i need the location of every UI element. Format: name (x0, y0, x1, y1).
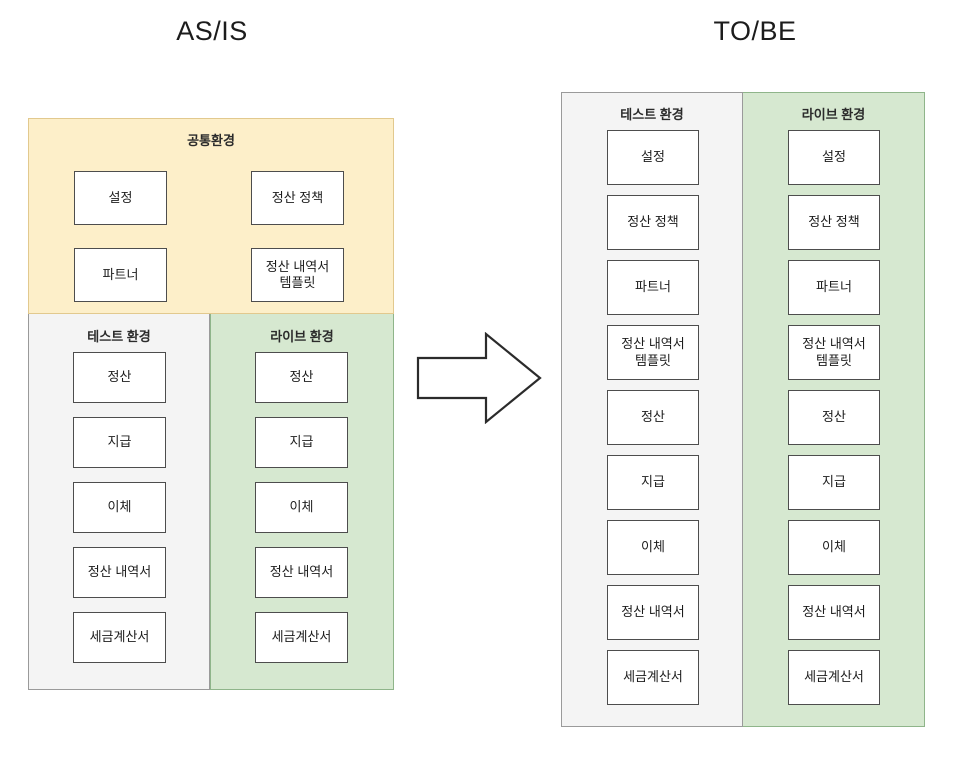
transition-arrow-icon (416, 332, 542, 424)
asis-common-item-settlement-statement-template[interactable]: 정산 내역서 템플릿 (251, 248, 344, 302)
tobe-live-item-settlement[interactable]: 정산 (788, 390, 880, 445)
tobe-test-environment-panel: 테스트 환경 설정 정산 정책 파트너 정산 내역서 템플릿 정산 지급 이체 … (561, 92, 743, 727)
tobe-test-item-settlement-statement[interactable]: 정산 내역서 (607, 585, 699, 640)
tobe-live-item-settings[interactable]: 설정 (788, 130, 880, 185)
tobe-live-environment-label: 라이브 환경 (801, 107, 866, 122)
tobe-live-item-transfer[interactable]: 이체 (788, 520, 880, 575)
asis-live-item-tax-invoice[interactable]: 세금계산서 (255, 612, 348, 663)
asis-common-environment-label: 공통환경 (187, 133, 235, 148)
asis-test-item-payment[interactable]: 지급 (73, 417, 166, 468)
asis-live-environment-panel: 라이브 환경 정산 지급 이체 정산 내역서 세금계산서 (210, 314, 394, 690)
tobe-test-item-transfer[interactable]: 이체 (607, 520, 699, 575)
asis-test-item-settlement[interactable]: 정산 (73, 352, 166, 403)
tobe-test-environment-label: 테스트 환경 (620, 107, 684, 122)
asis-live-item-settlement[interactable]: 정산 (255, 352, 348, 403)
tobe-live-item-settlement-statement-template[interactable]: 정산 내역서 템플릿 (788, 325, 880, 380)
asis-test-item-settlement-statement[interactable]: 정산 내역서 (73, 547, 166, 598)
tobe-test-item-settlement-statement-template[interactable]: 정산 내역서 템플릿 (607, 325, 699, 380)
asis-live-item-payment[interactable]: 지급 (255, 417, 348, 468)
asis-test-environment-panel: 테스트 환경 정산 지급 이체 정산 내역서 세금계산서 (28, 314, 210, 690)
tobe-test-item-settlement-policy[interactable]: 정산 정책 (607, 195, 699, 250)
tobe-test-item-settings[interactable]: 설정 (607, 130, 699, 185)
tobe-test-item-tax-invoice[interactable]: 세금계산서 (607, 650, 699, 705)
asis-title: AS/IS (176, 16, 248, 46)
tobe-live-item-settlement-statement[interactable]: 정산 내역서 (788, 585, 880, 640)
tobe-live-item-tax-invoice[interactable]: 세금계산서 (788, 650, 880, 705)
asis-test-item-tax-invoice[interactable]: 세금계산서 (73, 612, 166, 663)
asis-common-item-settings[interactable]: 설정 (74, 171, 167, 225)
tobe-live-environment-panel: 라이브 환경 설정 정산 정책 파트너 정산 내역서 템플릿 정산 지급 이체 … (743, 92, 925, 727)
tobe-test-item-settlement[interactable]: 정산 (607, 390, 699, 445)
tobe-live-item-settlement-policy[interactable]: 정산 정책 (788, 195, 880, 250)
asis-common-item-settlement-policy[interactable]: 정산 정책 (251, 171, 344, 225)
asis-test-item-transfer[interactable]: 이체 (73, 482, 166, 533)
asis-live-environment-label: 라이브 환경 (270, 329, 334, 344)
asis-live-item-transfer[interactable]: 이체 (255, 482, 348, 533)
tobe-title: TO/BE (713, 16, 797, 46)
asis-common-environment-panel: 공통환경 설정 정산 정책 파트너 정산 내역서 템플릿 (28, 118, 394, 314)
tobe-test-item-partner[interactable]: 파트너 (607, 260, 699, 315)
tobe-test-item-payment[interactable]: 지급 (607, 455, 699, 510)
tobe-live-item-partner[interactable]: 파트너 (788, 260, 880, 315)
tobe-live-item-payment[interactable]: 지급 (788, 455, 880, 510)
asis-live-item-settlement-statement[interactable]: 정산 내역서 (255, 547, 348, 598)
asis-test-environment-label: 테스트 환경 (87, 329, 151, 344)
asis-common-item-partner[interactable]: 파트너 (74, 248, 167, 302)
